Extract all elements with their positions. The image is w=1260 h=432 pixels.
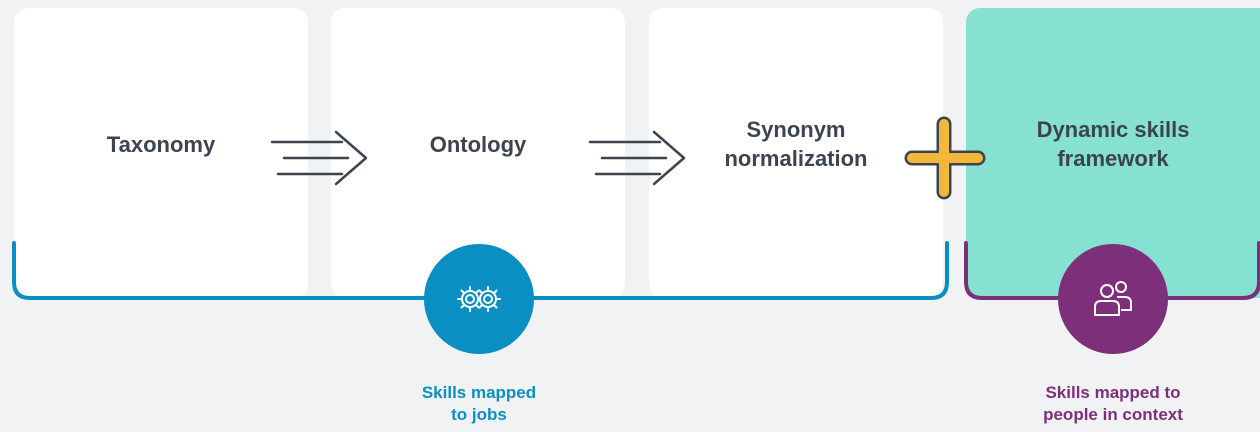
skills-to-people-badge [1058, 244, 1168, 354]
card-synonym-normalization-label: Synonym normalization [724, 117, 868, 171]
skills-to-jobs-caption: Skills mapped to jobs [421, 383, 537, 424]
arrow-right-icon [588, 130, 686, 186]
skills-to-jobs-badge [424, 244, 534, 354]
skills-to-people-caption: Skills mapped to people in context [1043, 383, 1183, 424]
card-synonym-normalization: Synonym normalization [649, 8, 943, 298]
card-taxonomy: Taxonomy [14, 8, 308, 298]
plus-icon [904, 116, 986, 200]
card-taxonomy-label: Taxonomy [106, 131, 216, 157]
arrow-right-icon [270, 130, 368, 186]
card-ontology-label: Ontology [429, 131, 527, 157]
card-dynamic-skills-framework-label: Dynamic skills framework [1036, 117, 1190, 171]
gears-icon [457, 286, 501, 312]
people-icon [1094, 281, 1132, 316]
